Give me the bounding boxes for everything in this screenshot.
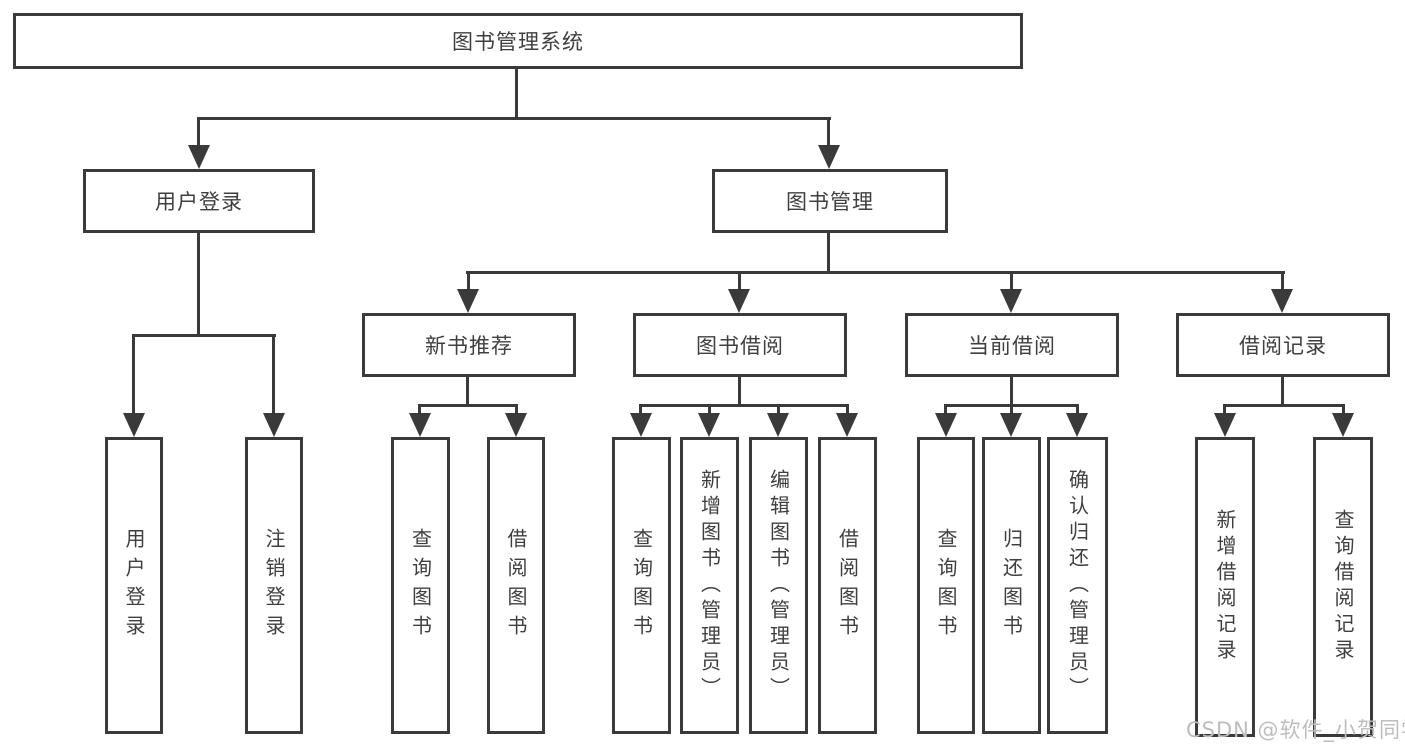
connector-line: [197, 118, 200, 147]
connector-line: [515, 68, 518, 120]
connector-line: [639, 404, 849, 407]
node-records-add-record: 新增借阅记录: [1195, 437, 1255, 737]
connector-line: [738, 376, 741, 407]
node-recommend-borrow-books: 借阅图书: [487, 437, 545, 734]
connector-arrowhead-icon: [1214, 413, 1236, 437]
connector-arrowhead-icon: [505, 413, 527, 437]
connector-line: [132, 334, 276, 337]
node-book-management: 图书管理: [712, 169, 948, 233]
connector-line: [1223, 404, 1345, 407]
connector-line: [466, 271, 1285, 274]
connector-line: [1076, 404, 1079, 415]
connector-arrowhead-icon: [457, 289, 479, 313]
connector-line: [418, 404, 421, 415]
connector-line: [1342, 404, 1345, 415]
connector-line: [418, 404, 518, 407]
node-current-query-books: 查询图书: [917, 437, 975, 734]
connector-line: [1281, 376, 1284, 407]
node-root: 图书管理系统: [13, 13, 1023, 69]
connector-arrowhead-icon: [409, 413, 431, 437]
connector-arrowhead-icon: [836, 413, 858, 437]
connector-line: [639, 404, 642, 415]
connector-line: [944, 404, 947, 415]
connector-arrowhead-icon: [123, 413, 145, 437]
node-borrow-borrow-books: 借阅图书: [818, 437, 877, 734]
connector-arrowhead-icon: [1000, 413, 1022, 437]
node-borrow-add-books-admin: 新增图书（管理员）: [680, 437, 739, 734]
node-current-return-books: 归还图书: [982, 437, 1041, 734]
connector-line: [846, 404, 849, 415]
connector-line: [197, 232, 200, 336]
node-borrow-edit-books-admin: 编辑图书（管理员）: [749, 437, 808, 734]
node-borrow-query-books: 查询图书: [612, 437, 671, 734]
connector-line: [1010, 404, 1013, 415]
connector-arrowhead-icon: [1271, 289, 1293, 313]
connector-line: [132, 335, 135, 415]
node-borrowing-records: 借阅记录: [1176, 313, 1390, 377]
connector-line: [197, 117, 831, 120]
connector-line: [1281, 272, 1284, 291]
node-recommend-query-books: 查询图书: [391, 437, 450, 734]
node-user-login-leaf: 用户登录: [105, 437, 163, 734]
connector-line: [1010, 376, 1013, 407]
node-book-borrowing: 图书借阅: [633, 313, 847, 377]
node-logout: 注销登录: [245, 437, 303, 734]
connector-arrowhead-icon: [728, 289, 750, 313]
connector-arrowhead-icon: [630, 413, 652, 437]
connector-line: [272, 335, 275, 415]
connector-line: [515, 404, 518, 415]
connector-arrowhead-icon: [263, 413, 285, 437]
connector-arrowhead-icon: [1000, 289, 1022, 313]
connector-arrowhead-icon: [1066, 413, 1088, 437]
connector-line: [827, 232, 830, 274]
connector-arrowhead-icon: [698, 413, 720, 437]
node-records-query-record: 查询借阅记录: [1313, 437, 1373, 737]
node-current-confirm-return-admin: 确认归还（管理员）: [1047, 437, 1108, 734]
connector-line: [708, 404, 711, 415]
connector-line: [827, 118, 830, 147]
node-new-book-recommendation: 新书推荐: [362, 313, 576, 377]
node-user-login: 用户登录: [83, 169, 315, 233]
connector-arrowhead-icon: [188, 145, 210, 169]
node-current-borrowing: 当前借阅: [905, 313, 1119, 377]
connector-line: [777, 404, 780, 415]
connector-line: [738, 272, 741, 291]
connector-line: [1010, 272, 1013, 291]
connector-arrowhead-icon: [935, 413, 957, 437]
connector-line: [467, 272, 470, 291]
watermark: CSDN @软件_小贺同学: [1186, 718, 1405, 742]
connector-line: [466, 376, 469, 407]
connector-arrowhead-icon: [818, 145, 840, 169]
connector-arrowhead-icon: [1332, 413, 1354, 437]
connector-line: [1223, 404, 1226, 415]
connector-arrowhead-icon: [767, 413, 789, 437]
